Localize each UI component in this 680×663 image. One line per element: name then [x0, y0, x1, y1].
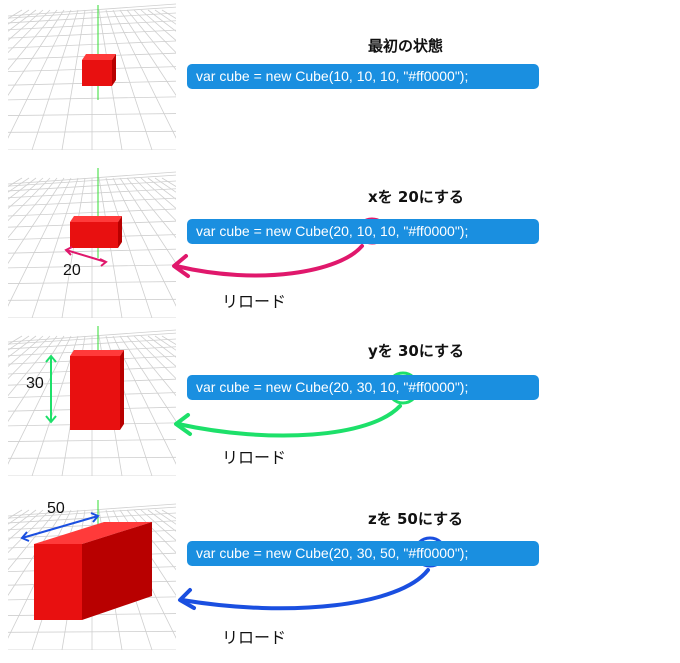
panel-y-30: yを 30にする var cube = new Cube(20, 30, 10,…: [0, 320, 680, 490]
annotation-overlay: [45, 354, 420, 438]
heading: yを 30にする: [368, 342, 465, 360]
reload-arrow: [180, 568, 430, 611]
dimension-label: 20: [63, 262, 81, 279]
reload-label: リロード: [222, 448, 287, 467]
panel-z-50: zを 50にする var cube = new Cube(20, 30, 50,…: [0, 490, 680, 663]
code-snippet: var cube = new Cube(10, 10, 10, "#ff0000…: [187, 64, 539, 89]
panel-initial: 最初の状態 var cube = new Cube(10, 10, 10, "#…: [0, 0, 680, 160]
panel-x-20: xを 20にする var cube = new Cube(20, 10, 10,…: [0, 160, 680, 320]
reload-arrow: [174, 244, 364, 278]
annotation-overlay: [20, 512, 447, 611]
heading: zを 50にする: [368, 510, 463, 528]
reload-arrow: [176, 404, 402, 438]
cube: [70, 216, 122, 248]
dimension-arrow: [65, 249, 107, 263]
dimension-label: 30: [26, 375, 44, 392]
cube: [70, 350, 124, 430]
heading: 最初の状態: [368, 37, 444, 55]
dimension-arrow: [21, 515, 99, 539]
reload-label: リロード: [222, 292, 287, 311]
grid-scene: [8, 168, 176, 318]
dimension-label: 50: [47, 500, 65, 517]
cube: [82, 54, 116, 86]
code-snippet: var cube = new Cube(20, 30, 10, "#ff0000…: [187, 375, 539, 400]
reload-label: リロード: [222, 628, 287, 647]
code-snippet: var cube = new Cube(20, 10, 10, "#ff0000…: [187, 219, 539, 244]
grid-scene: [8, 3, 176, 150]
code-snippet: var cube = new Cube(20, 30, 50, "#ff0000…: [187, 541, 539, 566]
grid-scene: [8, 500, 176, 650]
heading: xを 20にする: [368, 188, 464, 206]
cube: [34, 522, 152, 620]
